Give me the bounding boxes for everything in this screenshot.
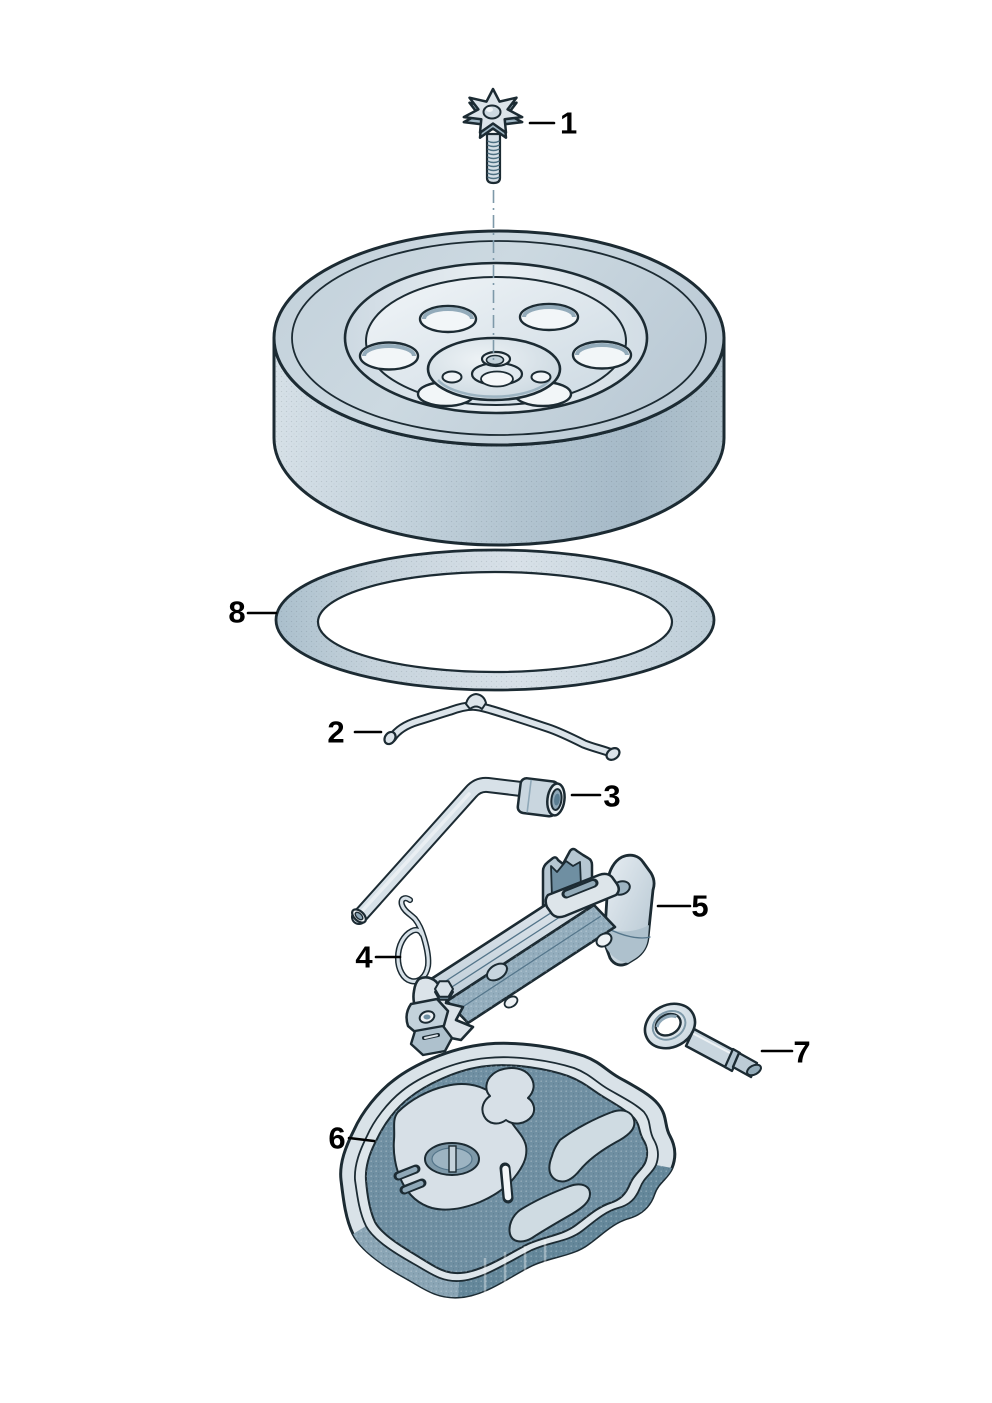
tray-lower-shelf bbox=[508, 1183, 591, 1243]
beam-top-hole bbox=[486, 962, 508, 982]
part-trim-ring bbox=[274, 548, 716, 692]
part-wheel-wrench bbox=[351, 776, 566, 925]
callout-label-7: 7 bbox=[793, 1035, 810, 1070]
wrench-arm bbox=[353, 778, 544, 923]
callout-label-3: 3 bbox=[603, 779, 620, 814]
hub-center-hole bbox=[485, 354, 505, 366]
part-wing-bolt bbox=[462, 87, 524, 185]
base-plate-shading bbox=[606, 925, 649, 963]
towing-eye-ring bbox=[643, 1002, 697, 1050]
towing-eye-tip-cap bbox=[746, 1063, 762, 1077]
callout-label-8: 8 bbox=[228, 595, 245, 630]
rod-end-left bbox=[383, 730, 397, 746]
flange-slot bbox=[564, 881, 596, 897]
tray-slot-1 bbox=[396, 1166, 418, 1179]
knob-center-hole bbox=[482, 104, 502, 120]
tray-white-slot bbox=[502, 1165, 512, 1201]
callout-label-4: 4 bbox=[355, 940, 373, 975]
clip-wire bbox=[396, 896, 430, 983]
tire-body-texture bbox=[274, 338, 724, 545]
leader-line-6 bbox=[347, 1136, 376, 1143]
rod-end-right bbox=[605, 747, 621, 761]
jack-spindle-bolt bbox=[434, 980, 454, 998]
tray-recess-bar bbox=[448, 1145, 457, 1173]
claw-hole bbox=[423, 1014, 431, 1020]
knob-highlight bbox=[486, 107, 493, 112]
bolt-threads bbox=[487, 140, 500, 180]
part-wire-bracket bbox=[383, 693, 621, 761]
wrench-open-end bbox=[351, 908, 367, 924]
tray-top-island bbox=[481, 1067, 536, 1125]
wrench-arm-outline bbox=[351, 776, 546, 925]
wheel-holes bbox=[358, 302, 633, 408]
lug-hole-right bbox=[530, 370, 552, 384]
lug-hole-left bbox=[441, 370, 463, 384]
callouts: 1 2 3 4 5 6 7 8 bbox=[228, 106, 810, 1156]
part-foam-tray bbox=[339, 1041, 677, 1299]
tray-wall-streaks bbox=[483, 1240, 547, 1292]
towing-eye-collar bbox=[723, 1047, 742, 1073]
jack-foot-bracket bbox=[409, 1024, 454, 1057]
wrench-socket-head bbox=[516, 777, 566, 818]
tray-right-ridge bbox=[548, 1109, 636, 1183]
callout-label-5: 5 bbox=[691, 889, 708, 924]
hub-lower-shading bbox=[437, 379, 551, 398]
part-spare-wheel bbox=[272, 229, 726, 547]
tire-tread-edge bbox=[291, 240, 707, 436]
part-spring-clip bbox=[394, 895, 432, 985]
beam-lower-hole bbox=[503, 995, 519, 1009]
hub-bolt-hole-inner bbox=[480, 370, 514, 388]
callout-label-1: 1 bbox=[560, 106, 577, 141]
callout-label-6: 6 bbox=[328, 1121, 345, 1156]
beam-side-hole bbox=[595, 932, 613, 948]
jack-slotted-flange bbox=[544, 872, 620, 919]
tray-slot-2 bbox=[402, 1180, 424, 1193]
callout-label-2: 2 bbox=[327, 715, 344, 750]
part-towing-eye bbox=[643, 1002, 762, 1079]
part-lifting-jack bbox=[405, 847, 656, 1057]
wrench-arm-highlight bbox=[361, 792, 471, 912]
rod-center-tab bbox=[465, 693, 487, 710]
